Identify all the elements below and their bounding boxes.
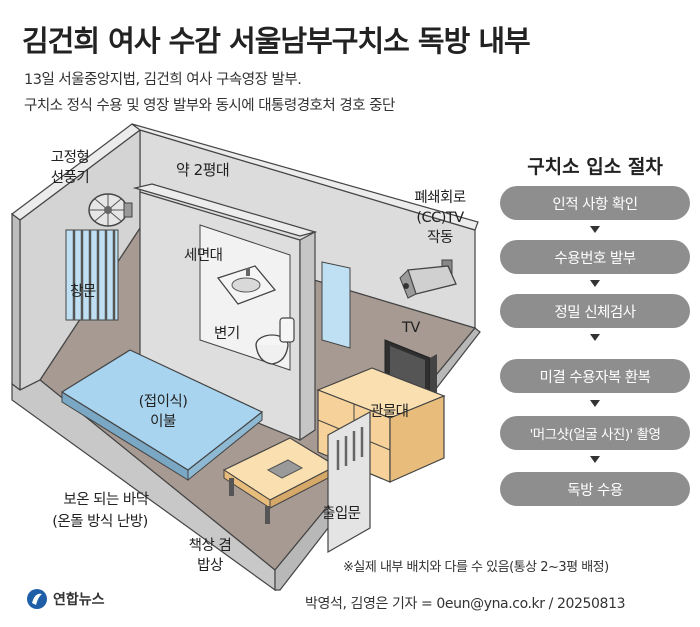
area-label: 약 2평대 [176,161,230,179]
procedure-title: 구치소 입소 절차 [527,156,663,178]
fan-label-line-2: 선풍기 [50,170,90,186]
cctv-label-line-1: 폐쇄회로 [414,190,466,206]
window-bars [72,230,116,320]
cctv-label-line-2: (CC)TV [416,210,464,226]
fan-icon [88,193,133,227]
procedure-arrow-4 [590,400,600,407]
window-label: 창문 [70,284,96,300]
procedure-arrow-5 [590,456,600,463]
desk-label-line-2: 밥상 [197,558,223,574]
front-wall-left [11,212,21,392]
floor-label-line-1: 보온 되는 바닥 [63,492,149,508]
wall-top-back [131,123,479,231]
credit-line: 박영석, 김영은 기자 = 0eun@yna.co.kr / 20250813 [305,596,626,612]
procedure-step-1: 인적 사항 확인 [500,186,690,220]
toilet-label: 변기 [214,326,240,342]
page-title: 김건희 여사 수감 서울남부구치소 독방 내부 [22,24,531,58]
tv-label: TV [402,320,420,336]
procedure-step-5: '머그샷(얼굴 사진)' 촬영 [500,416,690,450]
cabinet-side [389,395,445,483]
door-icon [327,410,371,554]
logo: 연합뉴스 [26,588,105,610]
cctv-label-line-3: 작동 [427,230,453,246]
fan-label-line-1: 고정형 [50,150,90,166]
blanket-label-line-1: (접이식) [138,394,188,410]
disclaimer-note: ※실제 내부 배치와 다를 수 있음(통상 2~3평 배정) [343,560,609,575]
subtitle-line-2: 구치소 정식 수용 및 영장 발부와 동시에 대통령경호처 경호 중단 [24,98,395,114]
subtitle-line-1: 13일 서울중앙지법, 김건희 여사 구속영장 발부. [24,72,302,88]
cctv-icon [399,259,457,299]
procedure-step-2: 수용번호 발부 [500,240,690,274]
desk-label-line-1: 책상 겸 [188,538,232,554]
floor-label-line-2: (온돌 방식 난방) [52,514,148,530]
procedure-step-3: 정밀 신체검사 [500,294,690,328]
procedure-arrow-2 [590,280,600,287]
procedure-arrow-1 [590,226,600,233]
sink-icon [216,265,277,305]
toilet-window [321,261,351,349]
yonhap-logo-icon [27,589,47,609]
toilet-icon [255,317,295,365]
partition-side [299,231,316,442]
procedure-step-4: 미결 수용자복 환복 [500,359,690,393]
door-label: 출입문 [322,506,361,522]
procedure-step-6: 독방 수용 [500,472,690,506]
logo-text: 연합뉴스 [53,592,105,608]
sink-label: 세면대 [184,248,223,264]
blanket [60,349,264,471]
cabinet-label: 관물대 [370,404,409,420]
blanket-label-line-2: 이불 [150,414,176,430]
procedure-arrow-3 [590,334,600,341]
desk-icon [222,437,338,524]
